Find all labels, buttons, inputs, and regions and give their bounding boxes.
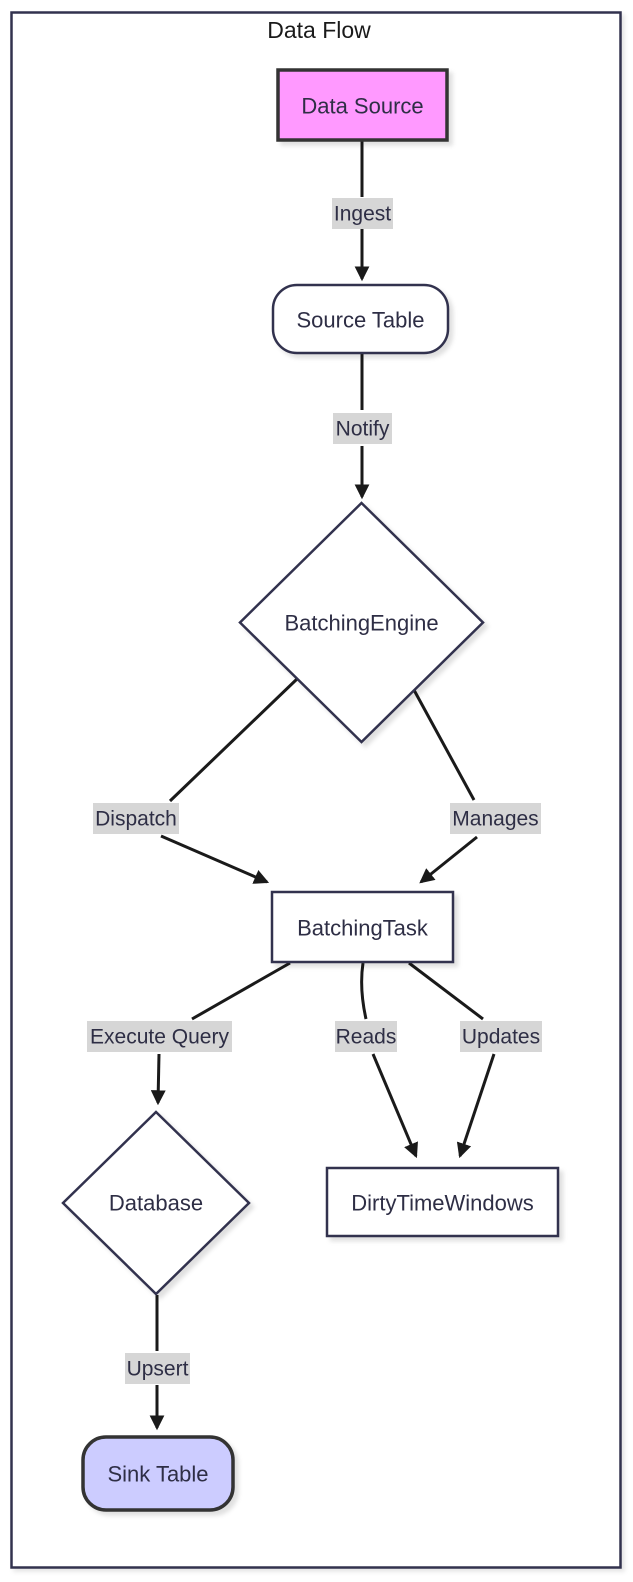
node-shape [271, 283, 450, 355]
edge-label: Notify [336, 418, 390, 441]
edge-label-bg [450, 803, 541, 834]
node-batching-task: BatchingTask [270, 890, 455, 964]
edge-execute-query: Execute Query [87, 961, 291, 1106]
edge-line [191, 961, 291, 1021]
edge-label: Execute Query [90, 1026, 229, 1049]
node-sink-table: Sink Table [81, 1435, 235, 1512]
edge-label-bg [333, 413, 392, 444]
edge-reads: Reads [335, 962, 418, 1159]
node-label: Data Source [301, 94, 423, 119]
diagram-frame [10, 11, 622, 1569]
edge-line [408, 961, 484, 1021]
edge-line-arrow [419, 835, 478, 884]
edge-label: Updates [462, 1026, 540, 1049]
edge-label-bg [87, 1021, 232, 1052]
edge-label: Reads [336, 1026, 397, 1049]
node-label: DirtyTimeWindows [351, 1191, 534, 1216]
edge-label-bg [335, 1021, 397, 1052]
edge-updates: Updates [408, 961, 542, 1159]
node-dirty-time-windows: DirtyTimeWindows [325, 1166, 560, 1238]
edge-label-bg [460, 1021, 542, 1052]
node-label: Database [109, 1191, 203, 1216]
edge-label-bg [332, 198, 393, 229]
node-shape [276, 68, 449, 142]
diagram-title: Data Flow [267, 17, 371, 43]
edge-label: Ingest [334, 203, 391, 226]
node-shape [238, 501, 485, 744]
node-shape [61, 1110, 251, 1296]
edge-label-bg [93, 803, 179, 834]
node-database: Database [61, 1110, 251, 1296]
edge-line-arrow [456, 1053, 496, 1159]
edge-line-arrow [150, 1053, 166, 1106]
edge-label: Upsert [127, 1358, 189, 1381]
edge-label-bg [125, 1353, 190, 1384]
edge-manages: Manages [412, 689, 541, 884]
edge-line [360, 962, 368, 1020]
edge-label: Manages [452, 808, 538, 831]
node-batching-engine: BatchingEngine [238, 501, 485, 744]
node-label: BatchingEngine [284, 611, 438, 636]
node-shape [325, 1166, 560, 1238]
edge-line-arrow [371, 1053, 418, 1159]
edge-notify: Notify [333, 353, 392, 500]
edge-dispatch: Dispatch [93, 677, 299, 884]
edge-line-arrow [160, 834, 270, 884]
edge-label: Dispatch [95, 808, 177, 831]
node-shape [81, 1435, 235, 1512]
node-shape [270, 890, 455, 964]
node-source-table: Source Table [271, 283, 450, 355]
node-label: BatchingTask [297, 916, 429, 941]
node-data-source: Data Source [276, 68, 449, 142]
edge-line [168, 677, 299, 803]
node-label: Sink Table [107, 1462, 208, 1487]
edge-ingest: Ingest [332, 140, 393, 282]
node-label: Source Table [296, 308, 424, 333]
edge-line [412, 689, 476, 801]
edge-upsert: Upsert [125, 1295, 190, 1431]
